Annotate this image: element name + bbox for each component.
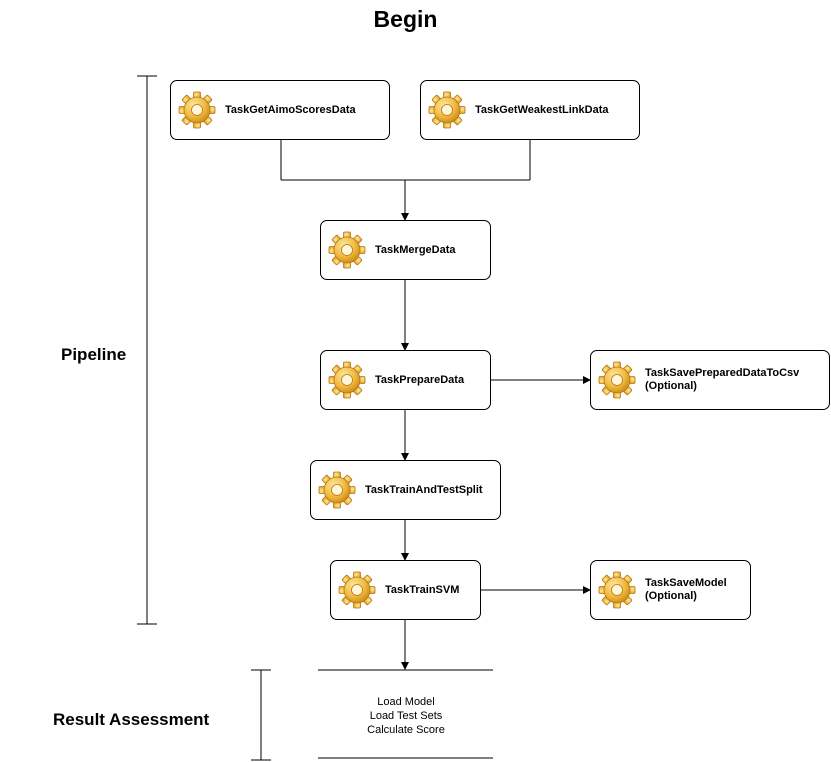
task-get-aimo-scores-data[interactable]: TaskGetAimoScoresData (170, 80, 390, 140)
gear-icon (327, 360, 367, 400)
task-label: TaskGetWeakestLinkData (475, 103, 609, 116)
task-prepare-data[interactable]: TaskPrepareData (320, 350, 491, 410)
optional-label: (Optional) (645, 590, 697, 602)
task-label: TaskSaveModel (645, 577, 727, 589)
task-label: TaskMergeData (375, 243, 456, 256)
gear-icon (427, 90, 467, 130)
task-label: TaskPrepareData (375, 373, 465, 386)
result-steps: Load Model Load Test Sets Calculate Scor… (318, 695, 494, 737)
task-label: TaskTrainSVM (385, 583, 460, 596)
task-save-model[interactable]: TaskSaveModel (Optional) (590, 560, 751, 620)
gear-icon (337, 570, 377, 610)
task-train-and-test-split[interactable]: TaskTrainAndTestSplit (310, 460, 501, 520)
page-title: Begin (373, 6, 438, 32)
task-save-prepared-data-to-csv[interactable]: TaskSavePreparedDataToCsv (Optional) (590, 350, 830, 410)
gear-icon (597, 570, 637, 610)
result-step: Load Test Sets (369, 710, 443, 722)
gear-icon (317, 470, 357, 510)
gear-icon (327, 230, 367, 270)
pipeline-label: Pipeline (61, 345, 127, 364)
task-label: TaskSavePreparedDataToCsv (645, 367, 800, 379)
task-label: TaskTrainAndTestSplit (365, 483, 483, 496)
result-step: Calculate Score (367, 724, 445, 736)
result-assessment-label: Result Assessment (53, 710, 210, 729)
task-merge-data[interactable]: TaskMergeData (320, 220, 491, 280)
gear-icon (597, 360, 637, 400)
result-step: Load Model (377, 696, 435, 708)
task-train-svm[interactable]: TaskTrainSVM (330, 560, 481, 620)
task-label: TaskGetAimoScoresData (225, 103, 356, 116)
gear-icon (177, 90, 217, 130)
optional-label: (Optional) (645, 380, 697, 392)
task-get-weakest-link-data[interactable]: TaskGetWeakestLinkData (420, 80, 640, 140)
